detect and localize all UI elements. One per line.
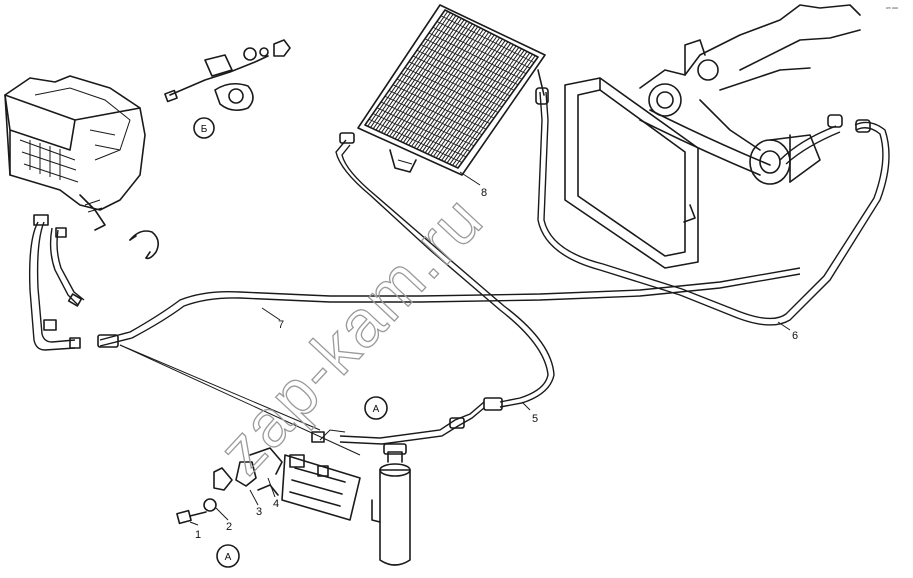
callout-7: 7 (278, 319, 284, 331)
leader-lines (119, 344, 361, 456)
condenser (357, 4, 549, 176)
callout-4: 4 (273, 498, 279, 510)
detail-a-label: A (225, 552, 232, 563)
hose-5 (335, 132, 555, 445)
detail-marker-a-ref: A (364, 396, 388, 420)
hose-6 (537, 91, 890, 326)
receiver-drier (371, 443, 411, 566)
detail-a-ref-label: A (373, 404, 380, 415)
callout-3: 3 (256, 506, 262, 518)
fastener-set (176, 429, 346, 525)
hose-7 (97, 267, 801, 348)
detail-b-label: Б (201, 124, 208, 135)
hose-clamp (129, 230, 160, 260)
watermark: zap-kam.ru (204, 181, 497, 488)
condenser-fins (367, 11, 536, 168)
callout-2: 2 (226, 521, 232, 533)
callout-8: 8 (481, 187, 487, 199)
hardware-group (164, 39, 291, 112)
callout-1: 1 (195, 529, 201, 541)
callout-leaders (189, 171, 791, 526)
detail-marker-b: Б (193, 117, 215, 139)
engine-assembly (564, 4, 861, 269)
hvac-hoses (29, 214, 85, 351)
detail-marker-a: A (216, 544, 240, 568)
hvac-unit (4, 75, 146, 231)
receiver-bracket (281, 454, 361, 521)
callout-5: 5 (532, 413, 538, 425)
corner-note: ᵃᵐ ᵃᵃᵃ (886, 6, 898, 12)
callout-6: 6 (792, 330, 798, 342)
